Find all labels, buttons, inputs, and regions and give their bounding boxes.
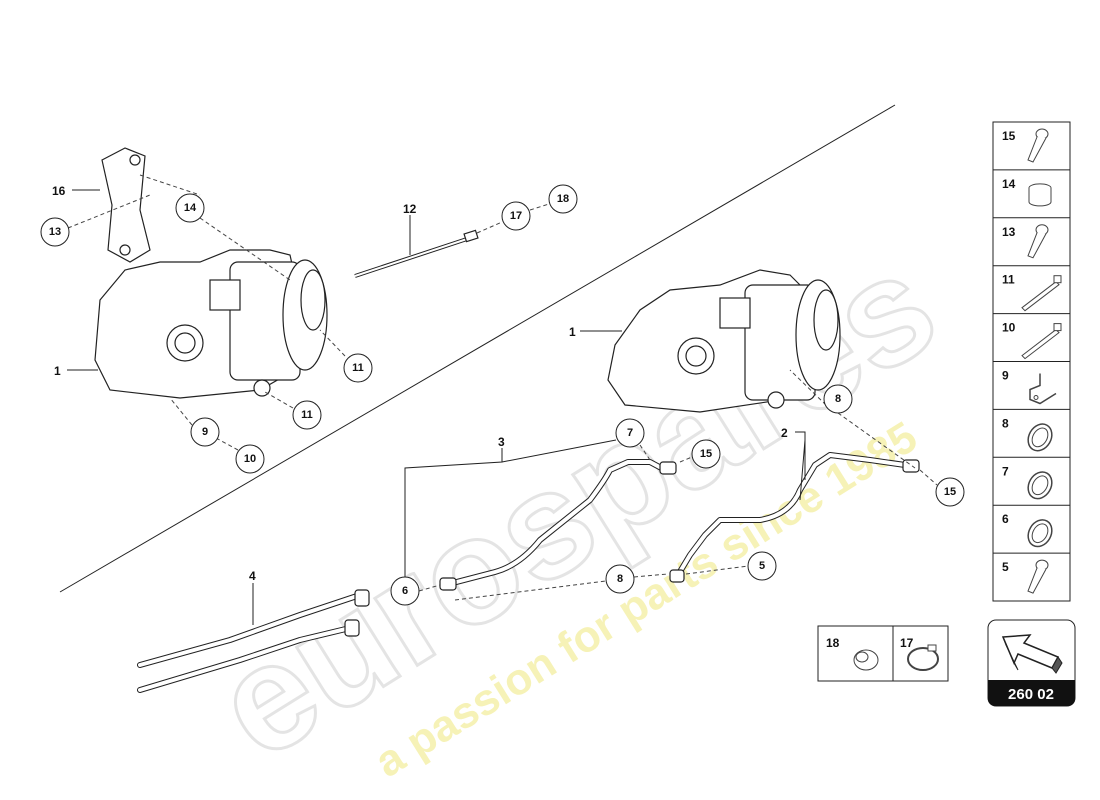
compressor-left: [94, 249, 328, 399]
label-16: 16: [52, 184, 66, 198]
legend-num: 11: [1002, 273, 1015, 287]
label-2: 2: [781, 426, 788, 440]
legend-num-18: 18: [826, 636, 840, 650]
callout-5: 5: [747, 551, 777, 581]
callout-number: 18: [557, 193, 569, 205]
callout-15: 15: [691, 439, 721, 469]
legend-row-13: 13: [993, 217, 1070, 259]
callout-number: 13: [49, 226, 61, 238]
legend-bottom: 18 17: [817, 625, 949, 682]
long-bolt-icon: [1021, 323, 1062, 360]
legend-row-11: 11: [993, 265, 1070, 312]
label-1-left: 1: [54, 364, 61, 378]
diagram-code: 260 02: [1008, 686, 1054, 703]
direction-arrow-icon: [1001, 634, 1063, 674]
callout-number: 5: [759, 560, 765, 572]
legend-num: 15: [1002, 129, 1016, 143]
callout-18: 18: [548, 184, 578, 214]
callout-number: 6: [402, 585, 408, 597]
leader-lines: [67, 174, 938, 625]
legend-num: 6: [1002, 512, 1009, 526]
hose-3-part: [439, 459, 677, 591]
callout-number: 7: [627, 427, 633, 439]
legend-num: 7: [1002, 464, 1009, 478]
callout-15: 15: [935, 477, 965, 507]
legend-row-15: 15: [1002, 128, 1049, 163]
legend-num: 9: [1002, 369, 1009, 383]
bracket-icon: [1029, 373, 1057, 405]
callout-11: 11: [343, 353, 373, 383]
bolt-icon: [1027, 559, 1049, 594]
bracket-part: [101, 147, 151, 263]
legend-num-17: 17: [900, 636, 914, 650]
legend-row-8: 8: [993, 408, 1070, 452]
label-1-right: 1: [569, 325, 576, 339]
legend-row-7: 7: [993, 456, 1070, 500]
legend-num: 13: [1002, 225, 1016, 239]
label-3: 3: [498, 435, 505, 449]
callout-6: 6: [390, 576, 420, 606]
callout-number: 15: [944, 486, 956, 498]
label-12: 12: [403, 202, 417, 216]
legend-panel: 15 14 13 11 10 9 8 7 6 5: [992, 121, 1071, 602]
bolt-icon: [1027, 224, 1049, 259]
legend-num: 10: [1002, 321, 1016, 335]
compressor-right: [607, 269, 841, 413]
callout-10: 10: [235, 444, 265, 474]
callout-number: 8: [617, 573, 623, 585]
diagram-code-box: 260 02: [987, 619, 1076, 707]
callout-number: 15: [700, 448, 712, 460]
sleeve-icon: [1028, 183, 1052, 207]
callout-9: 9: [190, 417, 220, 447]
hose-2-part: [669, 452, 920, 583]
seal-ring-icon: [1027, 519, 1053, 548]
legend-row-6: 6: [993, 504, 1070, 548]
callout-8: 8: [605, 564, 635, 594]
seal-ring-icon: [1027, 471, 1053, 500]
legend-row-14: 14: [993, 169, 1070, 207]
callout-number: 10: [244, 453, 256, 465]
section-divider-line: [59, 104, 896, 593]
legend-num: 14: [1002, 177, 1016, 191]
legend-row-5: 5: [993, 552, 1070, 594]
callout-number: 17: [510, 210, 522, 222]
callout-number: 11: [301, 409, 313, 421]
callout-number: 14: [184, 202, 197, 214]
rod-part: [354, 229, 479, 278]
callout-number: 9: [202, 426, 208, 438]
callout-11: 11: [292, 400, 322, 430]
callout-7: 7: [615, 418, 645, 448]
legend-num: 5: [1002, 560, 1009, 574]
callout-17: 17: [501, 201, 531, 231]
hose-clamp-icon: [907, 644, 939, 671]
label-4: 4: [249, 569, 256, 583]
legend-row-10: 10: [993, 313, 1070, 360]
callout-8: 8: [823, 384, 853, 414]
grommet-icon: [853, 649, 879, 671]
long-bolt-icon: [1021, 275, 1062, 312]
legend-row-9: 9: [993, 361, 1070, 405]
callout-number: 11: [352, 362, 364, 374]
hose-4-part: [137, 589, 370, 693]
legend-num: 8: [1002, 416, 1009, 430]
callout-14: 14: [175, 193, 205, 223]
callout-13: 13: [40, 217, 70, 247]
callout-number: 8: [835, 393, 841, 405]
bolt-icon: [1027, 128, 1049, 163]
seal-ring-icon: [1027, 423, 1053, 452]
